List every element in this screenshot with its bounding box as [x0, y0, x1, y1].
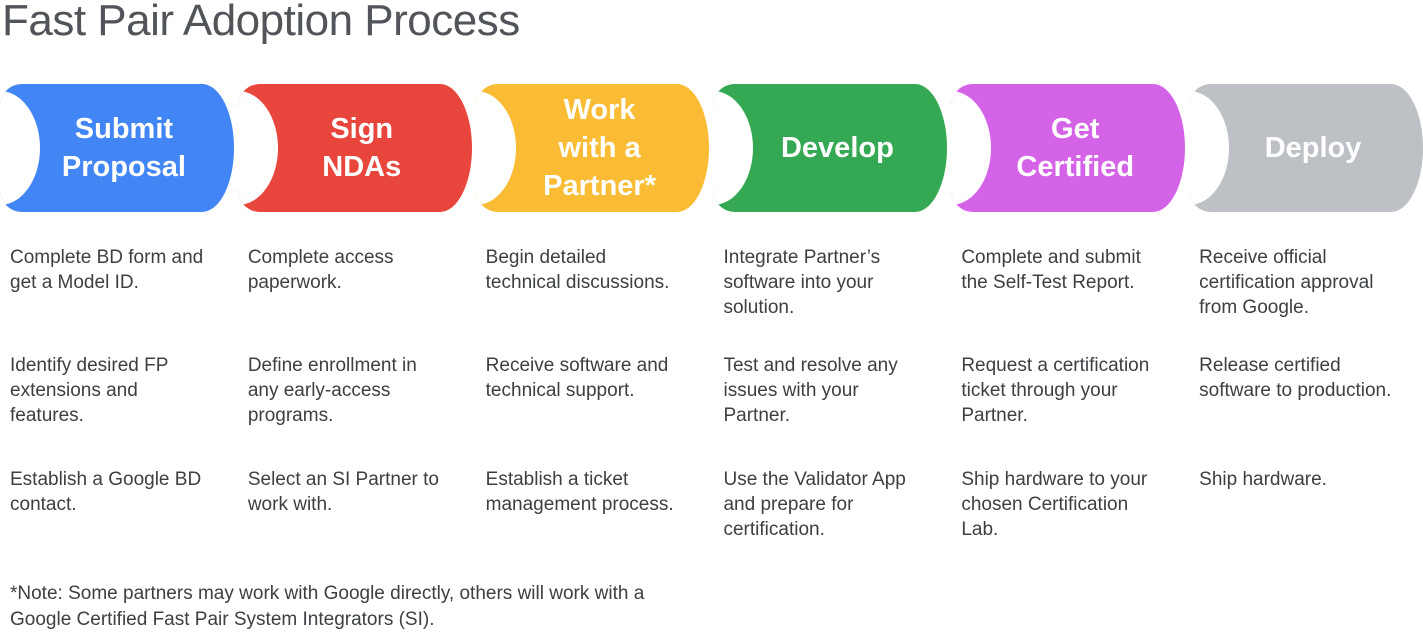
stage-sign-ndas: Sign NDAs: [237, 84, 472, 212]
stage-submit-proposal: Submit Proposal: [0, 84, 234, 212]
step-text: Select an SI Partner to work with.: [247, 469, 439, 515]
step-text: Establish a ticket management process.: [485, 469, 674, 515]
step-text: Ship hardware to your chosen Certificati…: [961, 469, 1148, 540]
step-text: Begin detailed technical discussions.: [485, 247, 670, 293]
step-text: Complete and submit the Self-Test Report…: [961, 247, 1141, 293]
stage-deploy: Deploy: [1189, 84, 1423, 212]
stage-step-grid: Complete BD form and get a Model ID. Com…: [0, 245, 1423, 542]
stage-get-certified: Get Certified: [951, 84, 1186, 212]
process-stage-row: Submit Proposal Sign NDAs Work with a Pa…: [0, 84, 1423, 212]
stage-label: Develop: [780, 132, 894, 164]
step-text: Use the Validator App and prepare for ce…: [723, 469, 906, 540]
stage-label: Sign NDAs: [322, 113, 402, 183]
stage-label: Work with a Partner*: [543, 94, 656, 202]
step-text: Ship hardware.: [1199, 469, 1327, 490]
step-text: Complete access paperwork.: [247, 247, 394, 293]
page-title: Fast Pair Adoption Process: [2, 0, 520, 45]
stage-develop: Develop: [713, 84, 948, 212]
step-text: Test and resolve any issues with your Pa…: [723, 355, 898, 426]
footnote: *Note: Some partners may work with Googl…: [10, 583, 645, 630]
stage-label: Get Certified: [1016, 113, 1135, 183]
step-text: Complete BD form and get a Model ID.: [10, 247, 204, 293]
step-text: Receive software and technical support.: [485, 355, 669, 401]
step-text: Release certified software to production…: [1199, 355, 1392, 401]
stage-label: Submit Proposal: [61, 113, 186, 183]
stage-work-with-a-partner: Work with a Partner*: [475, 84, 710, 212]
step-text: Establish a Google BD contact.: [10, 469, 202, 515]
step-text: Request a certification ticket through y…: [961, 355, 1150, 426]
stage-label: Deploy: [1264, 132, 1362, 164]
step-text: Receive official certification approval …: [1199, 247, 1374, 318]
step-text: Integrate Partner’s software into your s…: [723, 247, 881, 318]
step-text: Define enrollment in any early-access pr…: [247, 355, 417, 426]
step-text: Identify desired FP extensions and featu…: [10, 355, 169, 426]
